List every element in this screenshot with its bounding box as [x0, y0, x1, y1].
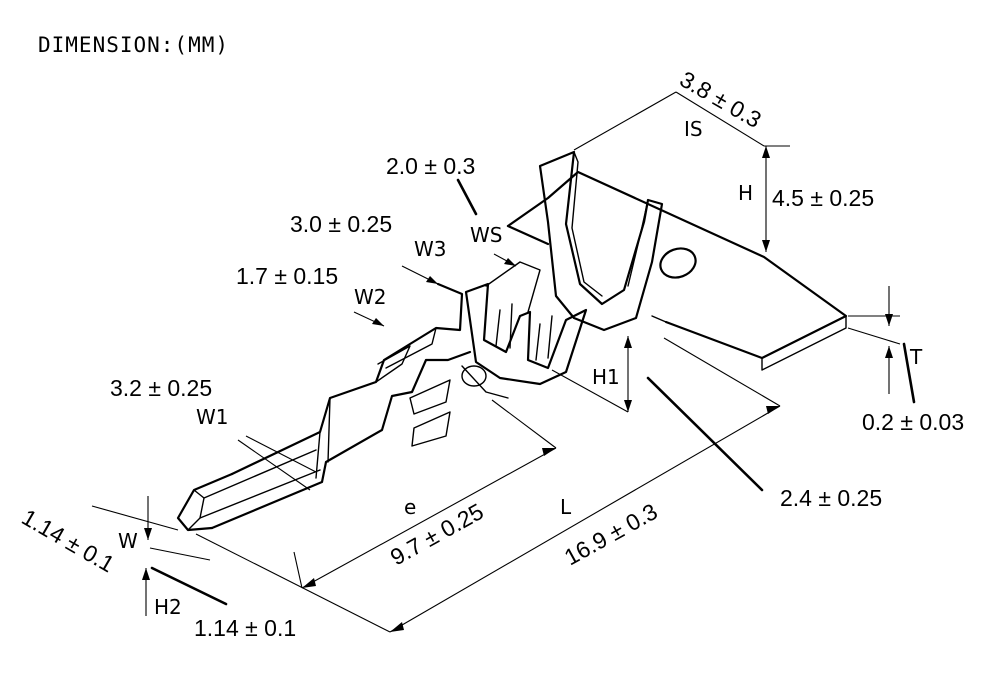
t-symbol: T [909, 345, 923, 369]
carrier-strip-edge [761, 315, 847, 371]
body-lower-edge [210, 350, 472, 530]
insulation-crimp-wings [538, 150, 664, 332]
e-extension-right [491, 399, 557, 449]
l-dimension-line [389, 405, 781, 633]
h1-arrow-top [624, 336, 632, 348]
e-dimension-line [301, 447, 557, 589]
body-vertical-edges [315, 397, 331, 479]
carrier-strip-left-edge [506, 224, 550, 246]
terminal-part-outline [176, 150, 848, 532]
t-value: 0.2 ± 0.03 [862, 409, 964, 435]
l-symbol: L [560, 495, 572, 519]
wire-crimp-top [485, 261, 541, 313]
l-arrow-right [766, 406, 780, 414]
w-value: 1.14 ± 0.1 [18, 504, 119, 578]
ws-value: 2.0 ± 0.3 [386, 153, 475, 179]
w1-extension [245, 435, 317, 473]
t-arrow-bottom [885, 346, 893, 358]
wire-crimp-serrations [495, 303, 553, 361]
ws-arrow [504, 258, 516, 266]
h1-arrow-bottom [624, 400, 632, 412]
h2-arrow [142, 568, 150, 580]
contact-blade-edges [199, 449, 321, 519]
t-arrow-top [885, 314, 893, 326]
pilot-hole [659, 247, 697, 279]
body-window-1 [375, 345, 411, 383]
body-dimple [461, 365, 487, 387]
h-symbol: H [738, 181, 753, 205]
h2-value: 1.14 ± 0.1 [194, 615, 296, 641]
h1-extension [551, 369, 629, 413]
body-step [385, 327, 437, 369]
insulation-crimp-inner-edge-2 [627, 199, 649, 287]
w-arrow [144, 528, 152, 540]
e-symbol: e [404, 495, 416, 519]
insulation-crimp-inner-edge [571, 151, 603, 297]
carrier-strip-neck [651, 315, 667, 323]
w3-arrow [426, 276, 438, 284]
e-arrow-right [542, 448, 556, 456]
w2-symbol: W2 [354, 285, 387, 309]
w3-value: 3.0 ± 0.25 [290, 211, 392, 237]
e-value: 9.7 ± 0.25 [386, 498, 488, 570]
l-extension-right [663, 337, 781, 407]
is-symbol: IS [684, 117, 703, 141]
contact-tip-face [187, 489, 205, 531]
dimension-labels: 3.8 ± 0.3 IS H 4.5 ± 0.25 2.0 ± 0.3 WS 3… [18, 66, 965, 641]
l-extension-left [195, 533, 391, 633]
is-dimension-line [675, 91, 765, 147]
w1-symbol: W1 [196, 405, 229, 429]
is-extension-left [573, 91, 677, 151]
ws-symbol: WS [470, 223, 502, 247]
h-arrow-top [762, 146, 770, 158]
h2-symbol: H2 [154, 595, 182, 619]
w-symbol: W [118, 529, 138, 553]
wire-crimp-wings [464, 282, 588, 386]
dimension-lines [91, 91, 916, 633]
w2-arrow [372, 318, 384, 326]
w-extension [149, 547, 211, 561]
ws-value-leader [456, 178, 478, 216]
w1-value: 3.2 ± 0.25 [110, 375, 212, 401]
w-dimension-line [91, 505, 179, 531]
h1-value: 2.4 ± 0.25 [780, 485, 882, 511]
h-arrow-bottom [762, 240, 770, 252]
e-extension-left [293, 551, 303, 589]
e-arrow-left [302, 578, 316, 588]
w1-dimension-line [237, 439, 311, 491]
l-value: 16.9 ± 0.3 [560, 498, 662, 570]
h1-symbol: H1 [592, 365, 620, 389]
h2-value-leader [150, 566, 228, 606]
t-value-leader [902, 342, 916, 404]
body-window-2 [409, 379, 451, 415]
l-arrow-left [390, 622, 404, 632]
h-value: 4.5 ± 0.25 [772, 185, 874, 211]
drawing-title: DIMENSION:(MM) [38, 33, 229, 57]
w3-symbol: W3 [414, 237, 447, 261]
body-upper-edge [230, 282, 464, 476]
body-window-3 [411, 411, 451, 447]
h1-value-leader [646, 376, 764, 492]
t-extension-bottom [847, 327, 901, 345]
body-dimple-line [461, 365, 509, 399]
contact-tip [176, 472, 234, 532]
w2-value: 1.7 ± 0.15 [236, 263, 338, 289]
